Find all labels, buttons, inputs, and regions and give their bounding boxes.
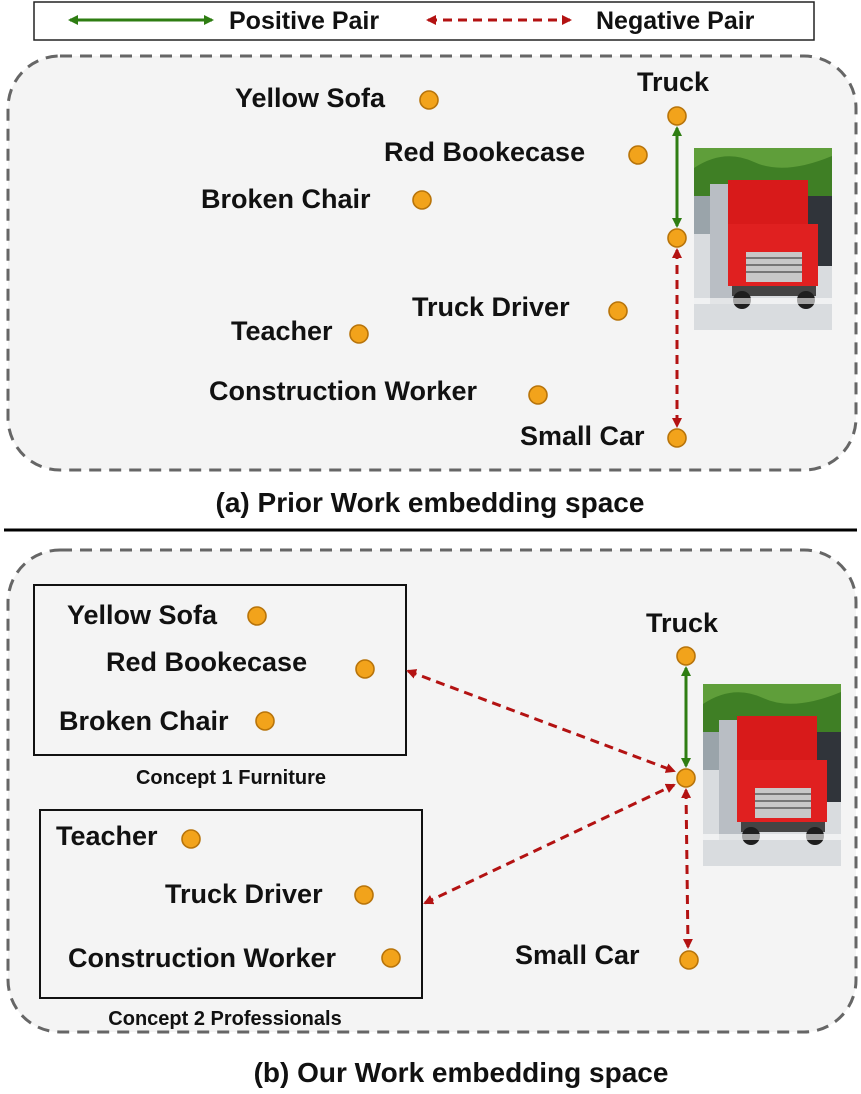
legend-negative-label: Negative Pair bbox=[596, 7, 755, 35]
legend: Positive Pair Negative Pair bbox=[33, 1, 815, 41]
panel-b-caption: (b) Our Work embedding space bbox=[254, 1057, 669, 1088]
label-red-bookcase: Red Bookecase bbox=[106, 647, 307, 677]
point-yellow-sofa bbox=[419, 90, 439, 110]
point-teacher bbox=[349, 324, 369, 344]
concept-1-label: Concept 1 Furniture bbox=[136, 767, 326, 789]
negative-pair-arrow-concept-1 bbox=[406, 669, 676, 773]
label-truck: Truck bbox=[637, 67, 710, 97]
label-truck-driver: Truck Driver bbox=[165, 879, 323, 909]
point-broken-chair bbox=[412, 190, 432, 210]
point-construction-worker bbox=[528, 385, 548, 405]
point-broken-chair bbox=[255, 711, 275, 731]
point-truck-driver bbox=[354, 885, 374, 905]
point-truck-driver bbox=[608, 301, 628, 321]
label-small-car: Small Car bbox=[515, 940, 640, 970]
concept-2-box bbox=[39, 809, 423, 999]
point-truck-image bbox=[676, 768, 696, 788]
label-truck: Truck bbox=[646, 608, 719, 638]
label-yellow-sofa: Yellow Sofa bbox=[235, 83, 386, 113]
point-teacher bbox=[181, 829, 201, 849]
panel-a-caption: (a) Prior Work embedding space bbox=[216, 487, 645, 518]
truck-image bbox=[693, 147, 833, 331]
label-small-car: Small Car bbox=[520, 421, 645, 451]
label-red-bookcase: Red Bookecase bbox=[384, 137, 585, 167]
label-truck-driver: Truck Driver bbox=[412, 292, 570, 322]
label-teacher: Teacher bbox=[56, 821, 158, 851]
truck-image bbox=[702, 683, 842, 867]
label-teacher: Teacher bbox=[231, 316, 333, 346]
point-red-bookcase bbox=[355, 659, 375, 679]
concept-1-box bbox=[33, 584, 407, 756]
point-construction-worker bbox=[381, 948, 401, 968]
point-truck-text bbox=[676, 646, 696, 666]
point-truck-text bbox=[667, 106, 687, 126]
point-yellow-sofa bbox=[247, 606, 267, 626]
point-small-car bbox=[679, 950, 699, 970]
panel-b: Yellow Sofa Red Bookecase Broken Chair C… bbox=[6, 548, 858, 1034]
point-truck-image bbox=[667, 228, 687, 248]
label-broken-chair: Broken Chair bbox=[201, 184, 371, 214]
concept-2-label: Concept 2 Professionals bbox=[108, 1008, 341, 1030]
label-construction-worker: Construction Worker bbox=[209, 376, 478, 406]
panel-a: Yellow Sofa Red Bookecase Broken Chair T… bbox=[6, 54, 858, 472]
point-small-car bbox=[667, 428, 687, 448]
label-construction-worker: Construction Worker bbox=[68, 943, 337, 973]
legend-positive-label: Positive Pair bbox=[229, 7, 379, 35]
negative-pair-arrow-concept-2 bbox=[423, 783, 676, 905]
label-yellow-sofa: Yellow Sofa bbox=[67, 600, 218, 630]
label-broken-chair: Broken Chair bbox=[59, 706, 229, 736]
negative-pair-arrow bbox=[681, 788, 693, 949]
point-red-bookcase bbox=[628, 145, 648, 165]
